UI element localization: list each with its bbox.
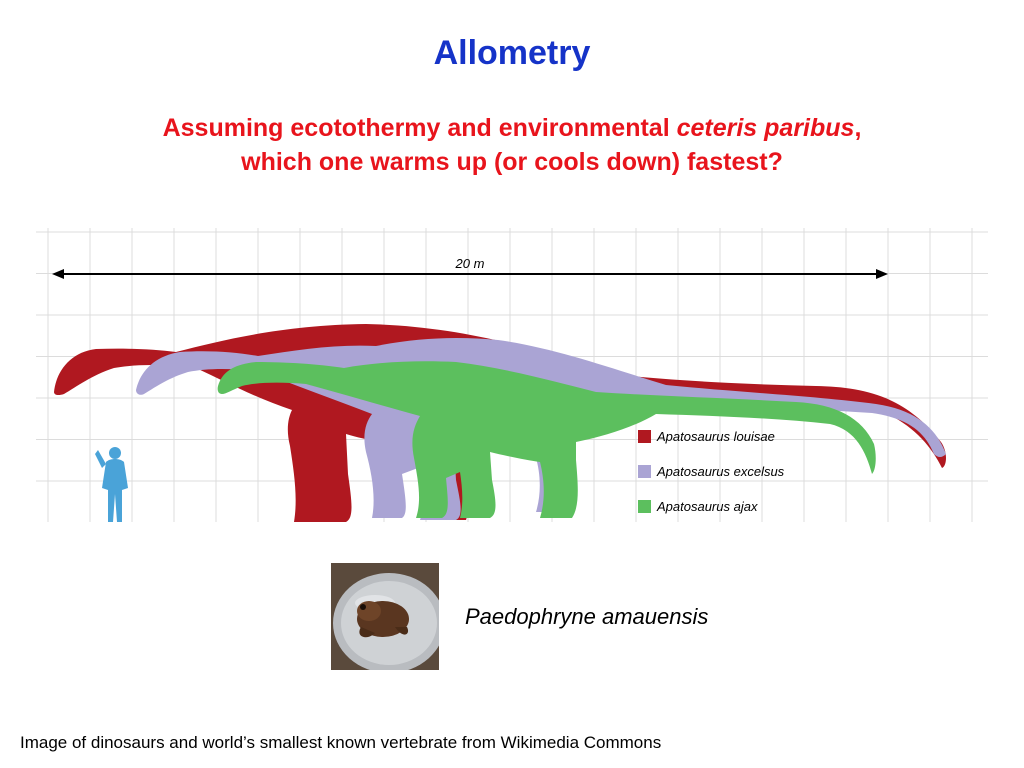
frog-photo [331, 563, 445, 675]
human-figure-icon [95, 447, 128, 522]
legend-label: Apatosaurus excelsus [656, 464, 785, 479]
legend-label: Apatosaurus louisae [656, 429, 775, 444]
subtitle-text-post: , [854, 114, 862, 142]
subtitle-line-2: which one warms up (or cools down) faste… [241, 148, 783, 176]
frog-icon [357, 601, 409, 638]
legend-swatch [638, 430, 651, 443]
legend-swatch [638, 500, 651, 513]
apatosaurus-ajax-silhouette [217, 361, 876, 518]
subtitle-text-pre: Assuming ecotothermy and environmental [162, 114, 677, 142]
legend-swatch [638, 465, 651, 478]
subtitle-emphasis: ceteris paribus [676, 114, 855, 142]
scale-arrow-icon [52, 269, 888, 279]
image-credit: Image of dinosaurs and world’s smallest … [20, 733, 662, 752]
species-caption: Paedophryne amauensis [465, 604, 709, 629]
frog-on-coin-image [331, 563, 445, 673]
subtitle-line-1: Assuming ecotothermy and environmental c… [0, 111, 1024, 145]
legend-label: Apatosaurus ajax [656, 499, 758, 514]
slide-subtitle: Assuming ecotothermy and environmental c… [0, 111, 1024, 179]
scale-label: 20 m [455, 256, 485, 271]
slide-title: Allometry [433, 34, 591, 72]
